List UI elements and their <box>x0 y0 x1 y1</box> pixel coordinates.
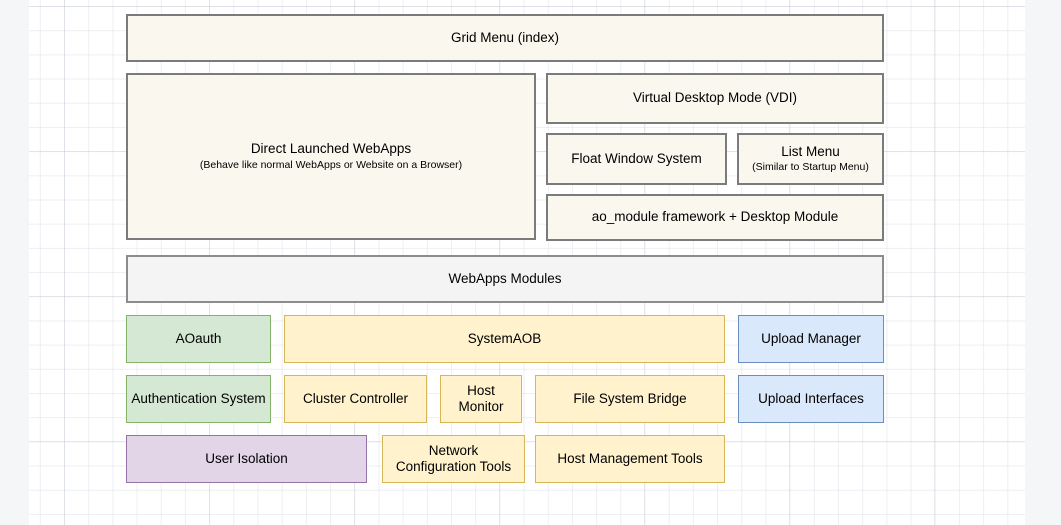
node-label-wrapper: Cluster Controller <box>303 391 408 407</box>
node-webapps-modules[interactable]: WebApps Modules <box>126 255 884 303</box>
node-label: Upload Interfaces <box>758 391 864 406</box>
node-label: Upload Manager <box>761 331 861 346</box>
node-label: Float Window System <box>571 151 702 166</box>
node-upload-interfaces[interactable]: Upload Interfaces <box>738 375 884 423</box>
node-label-wrapper: SystemAOB <box>468 331 542 347</box>
node-label-wrapper: Virtual Desktop Mode (VDI) <box>633 90 797 106</box>
node-label-wrapper: ao_module framework + Desktop Module <box>592 209 839 225</box>
node-label-wrapper: Network Configuration Tools <box>387 443 520 476</box>
node-sublabel: (Similar to Startup Menu) <box>752 161 869 174</box>
node-label-wrapper: Authentication System <box>131 391 265 407</box>
node-label: Grid Menu (index) <box>451 30 559 45</box>
node-label: SystemAOB <box>468 331 542 346</box>
node-label: Direct Launched WebApps <box>251 141 411 156</box>
node-systemaob[interactable]: SystemAOB <box>284 315 725 363</box>
node-label: Host Monitor <box>458 383 503 414</box>
node-upload-manager[interactable]: Upload Manager <box>738 315 884 363</box>
node-authentication-system[interactable]: Authentication System <box>126 375 271 423</box>
node-label-wrapper: File System Bridge <box>573 391 686 407</box>
node-label-wrapper: Float Window System <box>571 151 702 167</box>
node-label: List Menu <box>781 144 840 159</box>
node-label: AOauth <box>176 331 222 346</box>
node-user-isolation[interactable]: User Isolation <box>126 435 367 483</box>
node-label-wrapper: Direct Launched WebApps (Behave like norm… <box>200 141 462 171</box>
node-cluster-controller[interactable]: Cluster Controller <box>284 375 427 423</box>
node-label-wrapper: Upload Manager <box>761 331 861 347</box>
node-label: ao_module framework + Desktop Module <box>592 209 839 224</box>
node-label-wrapper: Upload Interfaces <box>758 391 864 407</box>
node-label: Authentication System <box>131 391 265 406</box>
node-float-window-system[interactable]: Float Window System <box>546 133 727 185</box>
node-label-wrapper: WebApps Modules <box>448 271 561 287</box>
node-label-wrapper: Grid Menu (index) <box>451 30 559 46</box>
node-network-configuration-tools[interactable]: Network Configuration Tools <box>382 435 525 483</box>
node-label: File System Bridge <box>573 391 686 406</box>
node-virtual-desktop-mode[interactable]: Virtual Desktop Mode (VDI) <box>546 73 884 124</box>
node-list-menu[interactable]: List Menu (Similar to Startup Menu) <box>737 133 884 185</box>
node-label: Network Configuration Tools <box>396 443 511 474</box>
node-label-wrapper: AOauth <box>176 331 222 347</box>
node-label-wrapper: Host Monitor <box>445 383 517 416</box>
node-ao-module-framework[interactable]: ao_module framework + Desktop Module <box>546 194 884 241</box>
node-grid-menu[interactable]: Grid Menu (index) <box>126 14 884 62</box>
node-label-wrapper: List Menu (Similar to Startup Menu) <box>752 144 869 174</box>
node-aoauth[interactable]: AOauth <box>126 315 271 363</box>
node-sublabel: (Behave like normal WebApps or Website o… <box>200 159 462 172</box>
node-label-wrapper: Host Management Tools <box>557 451 702 467</box>
node-host-management-tools[interactable]: Host Management Tools <box>535 435 725 483</box>
node-label: Cluster Controller <box>303 391 408 406</box>
node-label: Host Management Tools <box>557 451 702 466</box>
node-label-wrapper: User Isolation <box>205 451 288 467</box>
node-host-monitor[interactable]: Host Monitor <box>440 375 522 423</box>
node-label: User Isolation <box>205 451 288 466</box>
node-direct-launched-webapps[interactable]: Direct Launched WebApps (Behave like norm… <box>126 73 536 240</box>
node-file-system-bridge[interactable]: File System Bridge <box>535 375 725 423</box>
node-label: Virtual Desktop Mode (VDI) <box>633 90 797 105</box>
node-label: WebApps Modules <box>448 271 561 286</box>
